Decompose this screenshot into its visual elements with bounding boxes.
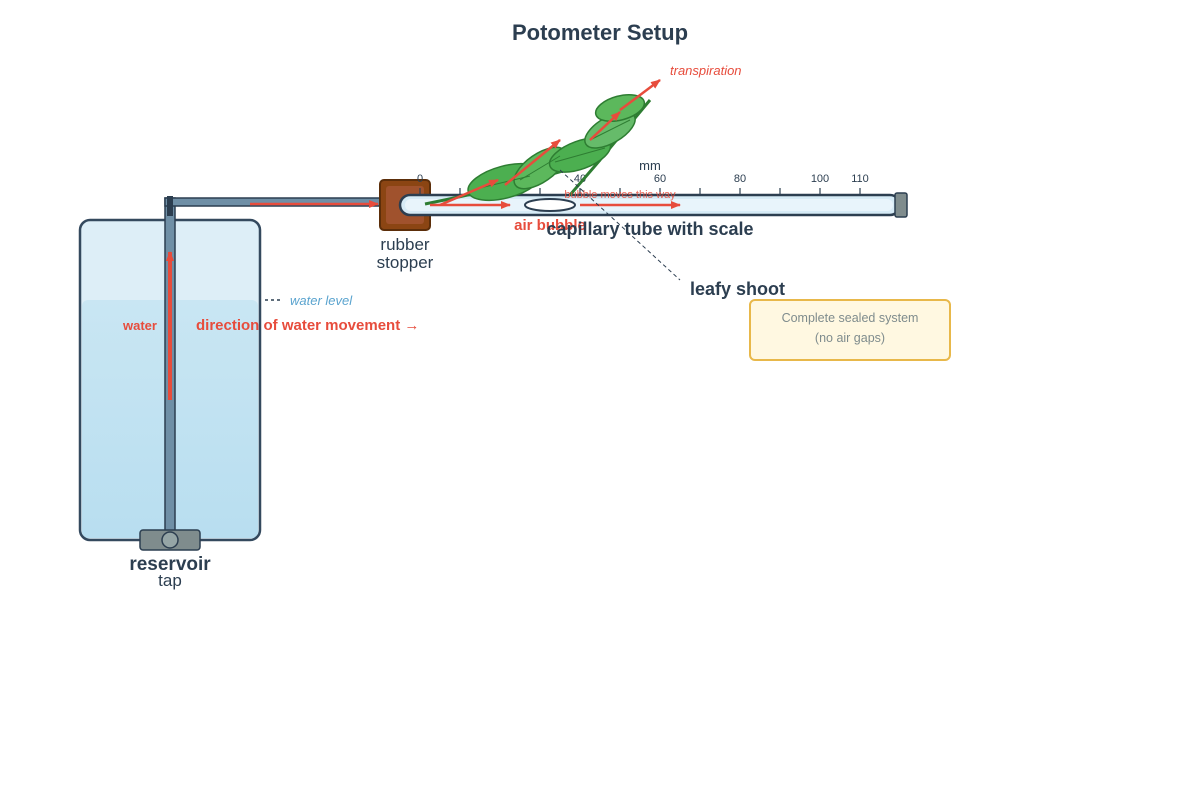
leafy-shoot xyxy=(424,93,652,206)
scale-tick-label: 100 xyxy=(811,173,829,185)
transpiration-arrow-3 xyxy=(589,111,621,141)
scale-tick-label: 80 xyxy=(734,173,746,185)
capillary-label: capillary tube with scale xyxy=(546,219,753,239)
scale-tick-label: 110 xyxy=(851,173,869,185)
reservoir-label: reservoir xyxy=(129,554,211,575)
air-bubble-label: air bubble xyxy=(514,217,586,234)
note-line1: Complete sealed system xyxy=(782,311,919,325)
air-bubble xyxy=(524,198,576,212)
scale-unit: mm xyxy=(639,158,661,173)
note-line2: (no air gaps) xyxy=(815,331,885,345)
bubble-direction-label: bubble moves this way xyxy=(564,189,676,201)
transpiration-arrow-1 xyxy=(439,178,499,207)
tube-end-cap xyxy=(894,192,908,218)
transpiration-label: transpiration xyxy=(670,63,742,78)
scale-tick-label: 0 xyxy=(417,173,423,185)
transpiration-arrow-2 xyxy=(504,139,561,186)
tap-valve[interactable] xyxy=(161,531,179,549)
water-level-label: water level xyxy=(290,293,353,308)
leafy-shoot-label: leafy shoot xyxy=(690,279,785,299)
stopper-label-line2: stopper xyxy=(377,253,434,272)
leafy-shoot-leader xyxy=(559,169,681,281)
note-box: Complete sealed system (no air gaps) xyxy=(749,299,951,361)
water-label: water xyxy=(122,318,157,333)
transpiration-arrow-4 xyxy=(619,79,661,111)
scale-tick-label: 60 xyxy=(654,173,666,185)
tap[interactable] xyxy=(139,529,201,551)
stopper-label-line1: rubber xyxy=(380,235,429,254)
tap-label: tap xyxy=(158,571,182,590)
diagram-title: Potometer Setup xyxy=(512,20,688,45)
direction-label: direction of water movement → xyxy=(196,317,419,334)
